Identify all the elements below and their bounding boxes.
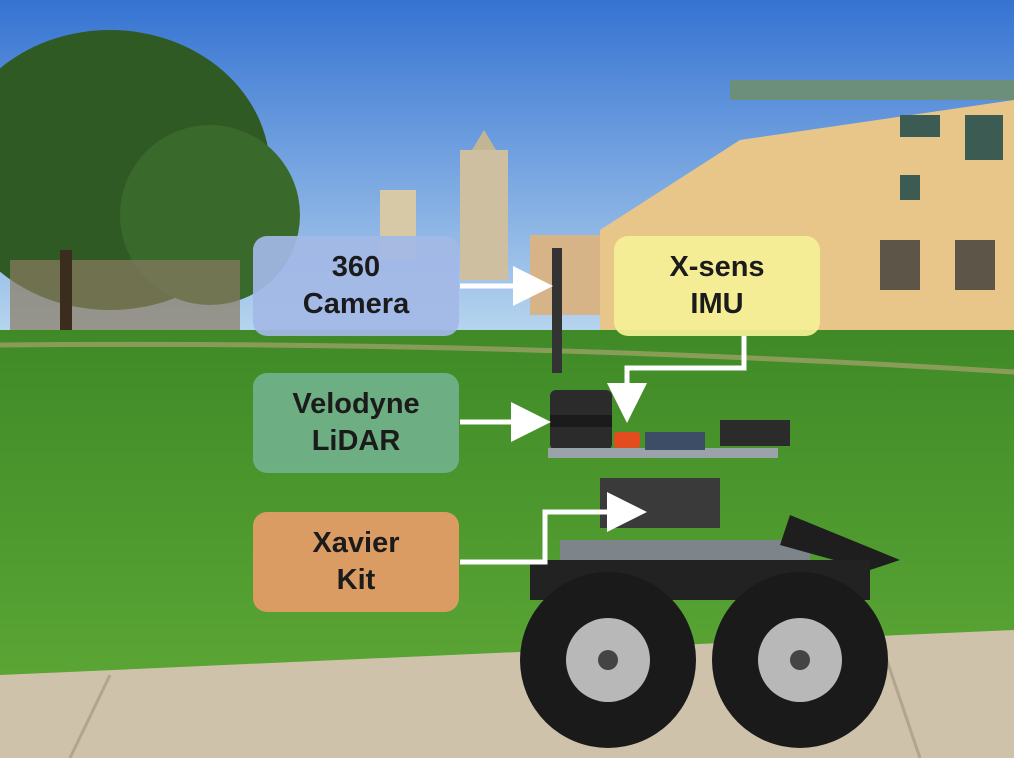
callout-velodyne-lidar: Velodyne LiDAR [253, 373, 459, 473]
background-buildings [380, 130, 610, 315]
callout-arrows [460, 266, 747, 565]
trees [0, 30, 300, 330]
callout-xsens-imu: X-sens IMU [614, 236, 820, 336]
xavier-arrow [460, 492, 647, 565]
callout-xavier-kit: Xavier Kit [253, 512, 459, 612]
imu-arrow [607, 336, 747, 423]
callout-360-camera: 360 Camera [253, 236, 459, 336]
robot [520, 248, 900, 748]
